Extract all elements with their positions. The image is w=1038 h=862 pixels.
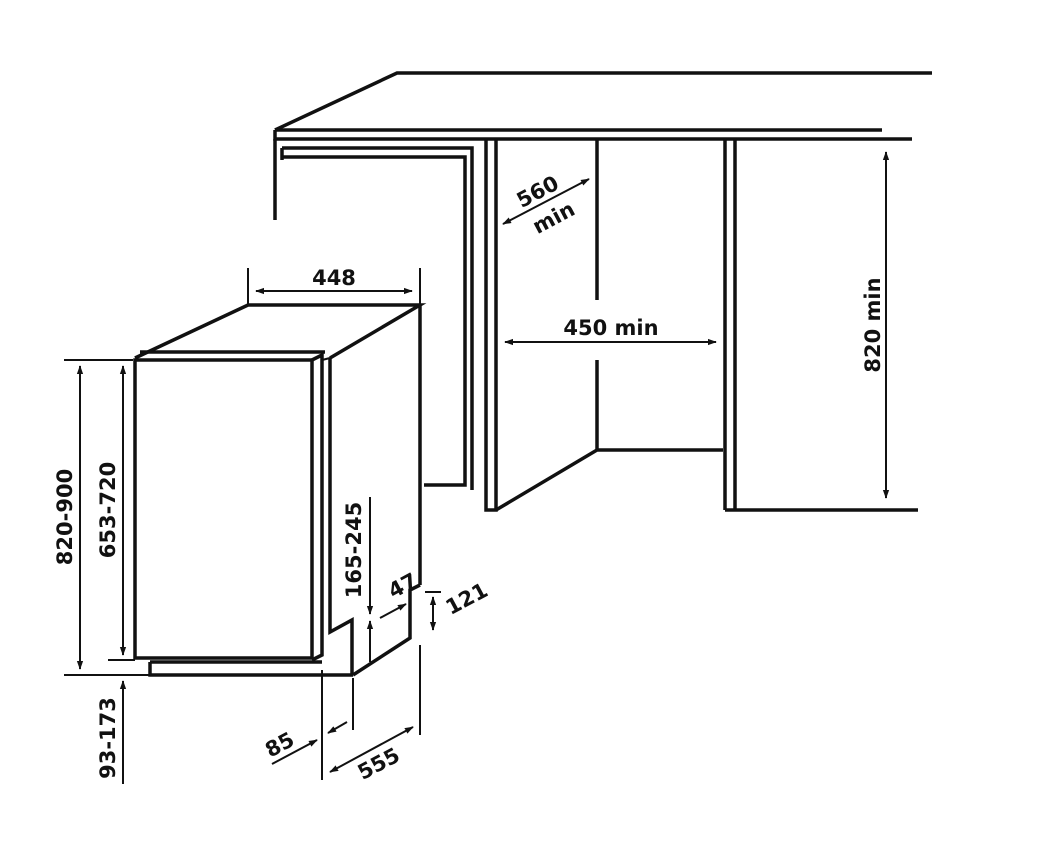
niche-height-label: 820 min [861, 277, 885, 372]
width-dimension: 448 [247, 266, 421, 305]
dishwasher-door-panel [133, 352, 331, 662]
foot-height-label: 121 [442, 578, 492, 620]
plinth-label: 93-173 [96, 697, 120, 779]
door-height-dimension: 653-720 [96, 365, 135, 661]
adjacent-cabinet-left [280, 146, 474, 490]
depth-dimension: 555 [321, 645, 421, 785]
niche-right-panel [723, 139, 918, 512]
height-label: 820-900 [53, 469, 77, 565]
foot-dimension: 47 [379, 568, 421, 619]
plinth-dimension: 93-173 [96, 680, 127, 784]
toe-label: 165-245 [342, 502, 366, 598]
niche-width-dimension: 450 min [504, 316, 717, 346]
niche-height-dimension: 820 min [861, 151, 890, 499]
niche-depth-dimension: 560 min [502, 171, 590, 239]
countertop [273, 71, 932, 220]
foot-height-dimension: 121 [425, 578, 492, 631]
height-dimension: 820-900 [53, 359, 150, 676]
door-height-label: 653-720 [96, 462, 120, 558]
toe-dimension: 165-245 [342, 497, 374, 662]
niche-width-label: 450 min [563, 316, 658, 340]
foot-label: 47 [384, 568, 421, 603]
depth-label: 555 [354, 743, 404, 785]
recess-dimension: 85 [261, 678, 354, 765]
recess-label: 85 [261, 727, 298, 762]
width-label: 448 [312, 266, 356, 290]
